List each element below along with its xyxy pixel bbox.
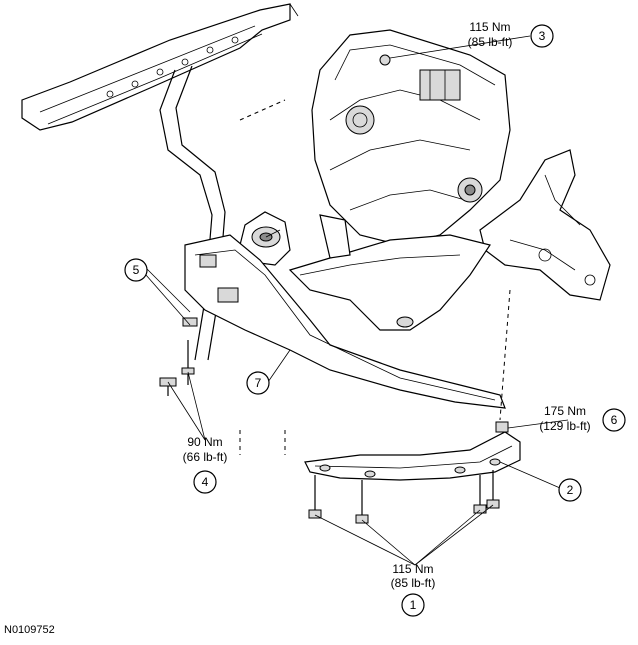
torque-4-lbft: (66 lb-ft)	[183, 450, 228, 464]
torque-6-lbft: (129 lb-ft)	[539, 419, 590, 433]
callout-6-label: 6	[611, 413, 618, 427]
callout-2: 2	[558, 478, 582, 502]
torque-3-lbft: (85 lb-ft)	[468, 35, 513, 49]
crossmember	[184, 234, 506, 409]
torque-3-nm: 115 Nm	[469, 20, 510, 34]
callout-1: 1	[401, 593, 425, 617]
torque-spec-4: 90 Nm (66 lb-ft)	[183, 435, 228, 464]
callout-7-label: 7	[255, 376, 262, 390]
lower-brace	[304, 431, 521, 481]
callout-3: 3	[530, 24, 554, 48]
callout-5-label: 5	[133, 263, 140, 277]
right-subframe	[479, 149, 611, 301]
callout-3-label: 3	[539, 29, 546, 43]
callout-2-label: 2	[567, 483, 574, 497]
transmission-case	[311, 29, 511, 246]
torque-1-nm: 115 Nm	[392, 562, 433, 576]
callout-7: 7	[246, 371, 270, 395]
figure-id: N0109752	[4, 624, 55, 636]
mount-bolt-guides	[159, 65, 226, 361]
torque-1-lbft: (85 lb-ft)	[391, 576, 436, 590]
torque-4-nm: 90 Nm	[187, 435, 222, 449]
leader-lines	[145, 35, 569, 566]
torque-spec-3: 115 Nm (85 lb-ft)	[468, 20, 513, 49]
callout-5: 5	[124, 258, 148, 282]
torque-spec-6: 175 Nm (129 lb-ft)	[539, 404, 590, 433]
torque-spec-1: 115 Nm (85 lb-ft)	[391, 562, 436, 590]
callout-4-label: 4	[202, 475, 209, 489]
callout-4: 4	[193, 470, 217, 494]
callout-6: 6	[602, 408, 626, 432]
alignment-guides	[239, 99, 511, 455]
frame-rail	[21, 3, 299, 131]
lower-bolts	[308, 470, 500, 524]
front-subframe	[288, 214, 491, 331]
callout-1-label: 1	[410, 598, 417, 612]
torque-6-nm: 175 Nm	[544, 404, 586, 418]
nut-6	[495, 421, 509, 433]
